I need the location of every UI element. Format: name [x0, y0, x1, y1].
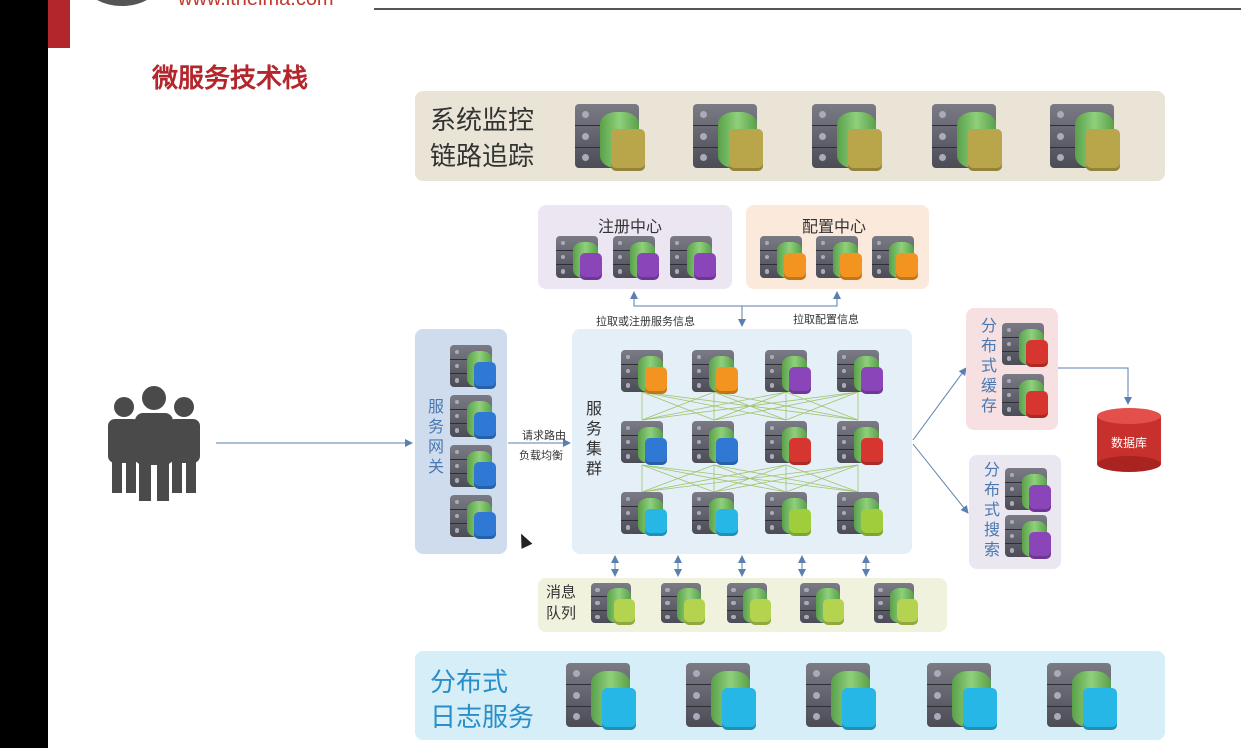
cluster-server-icon — [837, 492, 892, 540]
gateway-server-icon — [450, 445, 505, 493]
monitor-server-icon — [932, 104, 1016, 177]
config-server-icon — [816, 236, 871, 284]
cluster-server-icon — [837, 350, 892, 398]
gateway-server-icon — [450, 345, 505, 393]
cluster-mesh — [641, 391, 859, 493]
database-label: 数据库 — [1110, 436, 1147, 450]
log-server-icon — [686, 663, 770, 736]
log-server-icon — [806, 663, 890, 736]
log-server-icon — [1047, 663, 1131, 736]
mq-server-icon — [874, 583, 927, 629]
cluster-label: 服务集群 — [583, 400, 602, 480]
monitor-server-icon — [575, 104, 659, 177]
edge-label-register: 拉取或注册服务信息 — [596, 315, 695, 328]
cluster-server-icon — [692, 492, 747, 540]
monitor-server-icon — [693, 104, 777, 177]
monitor-panel — [415, 91, 1165, 181]
brand-red-block — [48, 0, 70, 48]
cluster-server-icon — [765, 421, 820, 469]
log-label-line1: 分布式 — [430, 668, 509, 698]
monitor-label-line1: 系统监控 — [430, 106, 535, 136]
log-server-icon — [927, 663, 1011, 736]
database-icon: 数据库 — [1097, 408, 1161, 472]
gateway-server-icon — [450, 495, 505, 543]
registry-server-icon — [556, 236, 611, 284]
cluster-server-icon — [621, 350, 676, 398]
config-label: 配置中心 — [802, 217, 867, 236]
cluster-server-icon — [692, 350, 747, 398]
registry-server-icon — [670, 236, 725, 284]
log-server-icon — [566, 663, 650, 736]
cluster-server-icon — [692, 421, 747, 469]
left-black-bar — [0, 0, 48, 748]
edge-label-balance: 负载均衡 — [519, 449, 563, 462]
mq-server-icon — [727, 583, 780, 629]
cache-label: 分布式缓存 — [978, 317, 997, 417]
cache-to-db-arrow — [1058, 367, 1132, 405]
cluster-to-search-arrow — [912, 443, 969, 514]
mq-server-icon — [800, 583, 853, 629]
mq-label: 消息队列 — [546, 583, 577, 622]
config-server-icon — [760, 236, 815, 284]
cluster-server-icon — [765, 492, 820, 540]
cluster-server-icon — [621, 421, 676, 469]
cluster-to-cache-arrow — [912, 367, 967, 441]
config-server-icon — [872, 236, 927, 284]
gateway-server-icon — [450, 395, 505, 443]
search-server-icon — [1005, 468, 1060, 516]
monitor-server-icon — [1050, 104, 1134, 177]
edge-label-route: 请求路由 — [522, 429, 566, 442]
search-server-icon — [1005, 515, 1060, 563]
log-label-line2: 日志服务 — [430, 703, 535, 733]
monitor-server-icon — [812, 104, 896, 177]
mq-server-icon — [591, 583, 644, 629]
cluster-server-icon — [837, 421, 892, 469]
cache-server-icon — [1002, 374, 1057, 422]
page-title: 微服务技术栈 — [152, 64, 309, 94]
edge-label-config: 拉取配置信息 — [793, 313, 859, 326]
cache-server-icon — [1002, 323, 1057, 371]
logo-url: www.itheima.com — [178, 0, 334, 11]
cluster-server-icon — [765, 350, 820, 398]
registry-server-icon — [613, 236, 668, 284]
gateway-label: 服务网关 — [425, 398, 444, 478]
monitor-label-line2: 链路追踪 — [430, 142, 535, 172]
logging-panel — [415, 651, 1165, 740]
registry-label: 注册中心 — [598, 217, 663, 236]
search-label: 分布式搜索 — [981, 461, 1000, 561]
mq-server-icon — [661, 583, 714, 629]
header-divider — [374, 8, 1241, 10]
user-group-icon — [108, 386, 200, 501]
cluster-server-icon — [621, 492, 676, 540]
